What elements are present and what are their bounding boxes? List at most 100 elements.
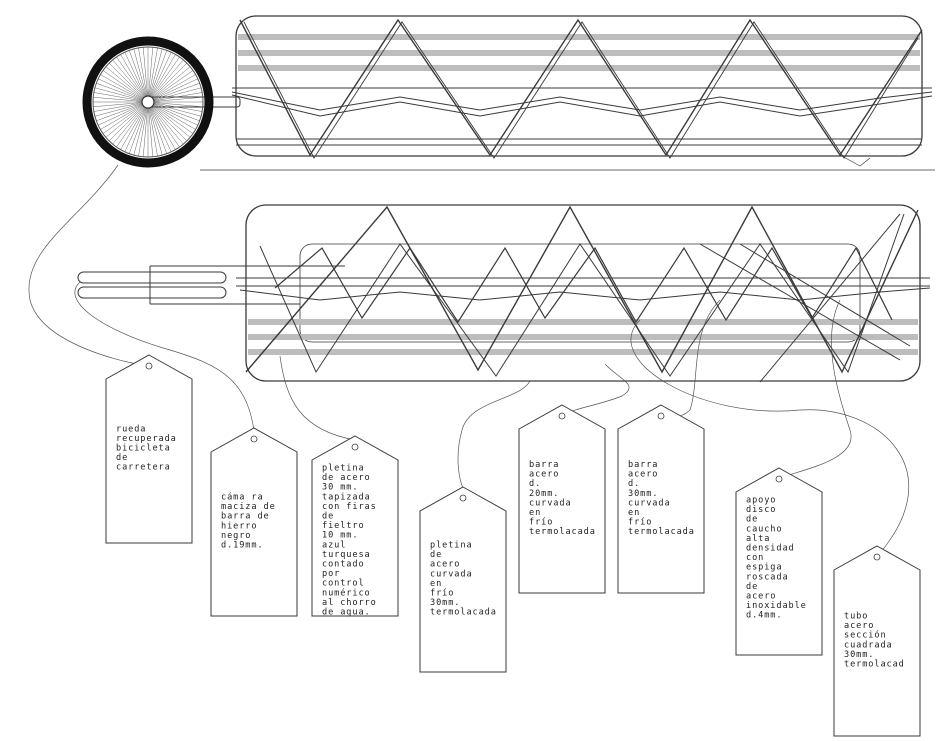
tag-hole-icon (145, 362, 153, 370)
tag-label-line: curvada (529, 498, 572, 508)
tag-label-line: en (529, 508, 541, 518)
wheel-spoke (147, 101, 158, 157)
inner-frame (299, 243, 861, 343)
tag-hole-icon (558, 412, 566, 420)
tag-label-line: 10 mm. (322, 531, 358, 541)
tag-label-line: tubo (844, 612, 868, 622)
wheel-spoke (96, 82, 149, 103)
tag-label-line: al chorro (322, 598, 377, 608)
tag-label-line: de acero (322, 473, 371, 483)
wheel-spoke (147, 96, 203, 103)
tag-label-line: curvada (430, 569, 473, 579)
wheel-spoke (102, 70, 149, 103)
wheel-spoke (102, 101, 149, 134)
wheel-spoke (142, 47, 149, 103)
wheel-spoke (105, 66, 149, 103)
tag-outline (419, 486, 507, 673)
wheel-spoke (94, 101, 149, 117)
tag-label-line: 20mm. (529, 489, 559, 499)
tag-label-line: curvada (628, 498, 671, 508)
wheel-spoke (147, 101, 154, 157)
top-truss-frame (147, 15, 935, 171)
tag-label-line: maciza de (221, 502, 276, 512)
tag-label-line: alta (746, 534, 770, 544)
bicycle-wheel-icon (82, 36, 214, 168)
wheel-spoke (147, 101, 188, 142)
wheel-spoke (147, 101, 200, 122)
tag-label-line: inoxidable (746, 601, 807, 611)
wheel-spoke (147, 101, 198, 126)
wheel-spoke (147, 92, 203, 103)
wheel-spoke (147, 47, 154, 103)
tag-hole-icon (657, 412, 665, 420)
tag-label-line: frío (430, 589, 454, 599)
wheel-spoke (120, 101, 149, 150)
wheel-spoke (147, 101, 202, 117)
tag-label-line: barra (628, 460, 658, 470)
tag-label-line: frío (529, 518, 553, 528)
tag-label-line: por (322, 569, 340, 579)
tag-label-line: con (746, 553, 764, 563)
wheel-spoke (96, 101, 149, 122)
tag-outline (210, 427, 298, 617)
wheel-spoke (94, 87, 149, 103)
tag-label-line: azul (322, 540, 346, 550)
tag-label-line: disco (746, 505, 776, 515)
wheel-spoke (105, 101, 149, 138)
wheel-spoke (147, 101, 172, 152)
felt-stripe (238, 34, 920, 40)
tag-outline (735, 467, 823, 656)
tag-label-line: control (322, 579, 365, 589)
wheel-spoke (147, 101, 203, 112)
tag-outline (833, 545, 921, 737)
tag-label-line: carretera (116, 463, 171, 473)
wheel-spoke (147, 62, 188, 103)
outer-frame (235, 15, 923, 157)
tag-hole-icon (351, 443, 359, 451)
wheel-spoke (147, 50, 168, 103)
tag-label-line: frío (628, 518, 652, 528)
tag-label-line: en (628, 508, 640, 518)
tag-label-line: d.4mm. (746, 611, 782, 621)
felt-stripe (238, 65, 920, 71)
tag-label-line: cáma ra (221, 493, 264, 503)
handle-bar (77, 271, 227, 284)
wheel-spoke (93, 92, 149, 103)
felt-stripe (248, 319, 918, 325)
wheel-spoke (147, 101, 163, 156)
tag-label-line: barra de (221, 512, 270, 522)
tag-label-line: caucho (746, 524, 782, 534)
felt-stripe (248, 349, 918, 355)
flat-bar-seat (239, 287, 931, 301)
tag-label-line: de (430, 550, 442, 560)
wheel-spoke (116, 101, 149, 148)
tag-label-line: numérico (322, 587, 371, 598)
felt-stripe (238, 50, 920, 56)
wheel-spoke (147, 101, 196, 130)
tag-label-line: tapizada (322, 492, 371, 502)
tag-label-line: pletina (430, 541, 473, 551)
tag-outline (105, 354, 193, 544)
tag-label-line: rueda (116, 424, 146, 434)
bottom-truss-frame (77, 204, 931, 383)
zigzag-bar (259, 213, 905, 377)
wheel-spoke (128, 101, 149, 154)
tag-label-line: turquesa (322, 550, 371, 560)
cross-brace (699, 213, 911, 383)
tag-label-line: acero (746, 592, 776, 602)
zigzag-bar (245, 205, 919, 374)
wheel-spoke (142, 101, 149, 157)
tag-hole-icon (250, 435, 258, 443)
wheel-spoke (138, 47, 149, 103)
tag-outline (311, 435, 399, 617)
